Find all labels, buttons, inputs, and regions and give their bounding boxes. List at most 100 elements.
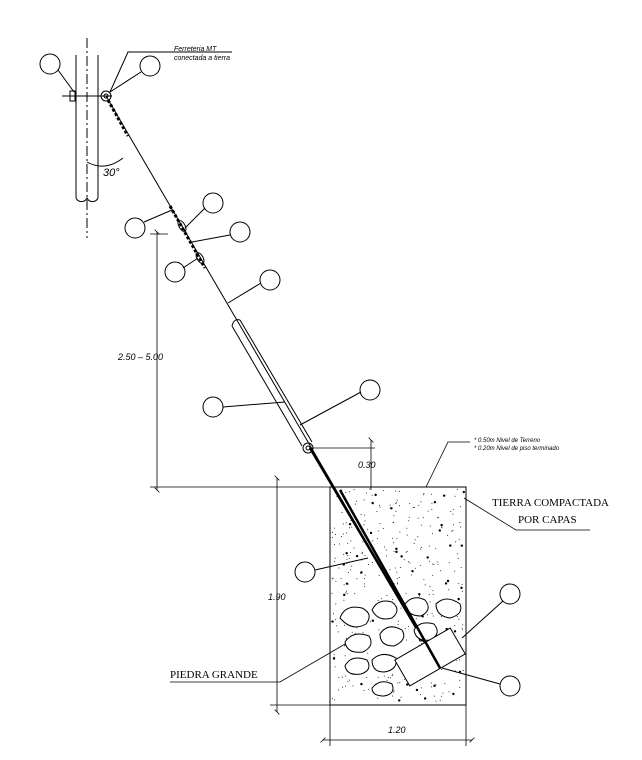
soil-dot [409, 562, 411, 564]
soil-dot [454, 670, 456, 672]
soil-dot [438, 529, 441, 532]
soil-dot [369, 621, 371, 623]
soil-dot [347, 680, 349, 682]
soil-dot [345, 592, 347, 594]
soil-dot [444, 582, 448, 585]
soil-dot [384, 546, 386, 548]
soil-dot [413, 506, 415, 508]
soil-dot [424, 584, 426, 586]
soil-dot [396, 582, 398, 584]
soil-dot [385, 555, 387, 557]
soil-dot [368, 688, 370, 690]
soil-dot [348, 558, 350, 560]
soil-dot [455, 541, 457, 543]
soil-dot [395, 502, 397, 504]
soil-dot [363, 514, 365, 516]
soil-dot [395, 510, 397, 512]
soil-dot [430, 682, 432, 684]
soil-dot [367, 563, 369, 565]
soil-dot [350, 569, 352, 571]
soil-dot [360, 682, 363, 686]
soil-dot [377, 676, 379, 678]
soil-dot [397, 623, 399, 625]
backfill-label-2: POR CAPAS [518, 514, 577, 526]
soil-dot [354, 593, 356, 595]
soil-dot [398, 577, 400, 579]
guy-height-label: 2.50 – 5.00 [117, 352, 163, 362]
soil-dot [367, 652, 369, 654]
soil-dot [457, 558, 459, 560]
soil-dot [355, 554, 359, 558]
soil-dot [379, 506, 381, 508]
soil-dot [345, 685, 347, 687]
soil-dot [403, 678, 405, 680]
dimensions [150, 229, 590, 746]
soil-dot [411, 570, 414, 573]
soil-dot [457, 597, 460, 601]
soil-dot [380, 597, 382, 599]
soil-dot [379, 522, 381, 524]
soil-dot [342, 523, 344, 525]
soil-dot [406, 550, 408, 552]
soil-dot [393, 515, 395, 517]
soil-dot [361, 553, 363, 555]
soil-dot [405, 592, 407, 594]
soil-dot [344, 624, 346, 626]
soil-dot [333, 658, 335, 660]
soil-dot [460, 544, 464, 547]
soil-dot [461, 627, 463, 629]
soil-dot [423, 494, 425, 496]
soil-dot [433, 500, 437, 504]
soil-dot [432, 563, 434, 565]
soil-dot [432, 615, 434, 617]
soil-dot [372, 562, 374, 564]
callout-balloon [202, 396, 224, 418]
soil-dot [435, 548, 437, 550]
soil-dot [382, 527, 384, 529]
soil-dot [363, 583, 365, 585]
soil-dot [454, 570, 456, 572]
soil-dot [343, 584, 345, 586]
soil-dot [382, 490, 384, 492]
soil-dot [459, 521, 461, 523]
soil-dot [426, 556, 429, 559]
callout-balloon [259, 269, 281, 291]
soil-dot [364, 539, 366, 541]
soil-dot [429, 601, 431, 603]
soil-dot [346, 558, 348, 560]
soil-dot [460, 586, 463, 590]
soil-dot [409, 503, 411, 505]
soil-dot [367, 543, 369, 545]
soil-dot [408, 561, 410, 563]
soil-dot [433, 563, 435, 565]
soil-dot [393, 691, 395, 693]
soil-dot [397, 578, 399, 580]
soil-dot [428, 545, 430, 547]
soil-dot [344, 645, 346, 647]
hardware-note-1: Ferreteria MT [174, 46, 217, 53]
soil-dot [446, 534, 448, 536]
soil-dot [349, 679, 351, 681]
soil-dot [377, 600, 379, 602]
soil-dot [354, 632, 356, 634]
soil-dot [456, 553, 458, 555]
level-note-1: * 0.50m Nivel de Terreno [474, 438, 541, 444]
guy-wire [105, 95, 442, 669]
stone-label: PIEDRA GRANDE [170, 669, 258, 681]
soil-dot [462, 629, 464, 631]
soil-dot [389, 569, 391, 571]
soil-dot [390, 507, 393, 510]
soil-dot [360, 513, 362, 515]
angle-label: 30° [103, 167, 120, 179]
soil-dot [334, 699, 336, 701]
soil-dot [343, 593, 346, 597]
soil-dot [335, 603, 337, 605]
soil-dot [389, 507, 391, 509]
soil-dot [332, 565, 334, 567]
soil-dot [429, 560, 431, 562]
soil-dot [454, 624, 456, 626]
soil-dot [452, 509, 454, 511]
callout-balloon [294, 561, 316, 583]
soil-dot [406, 683, 409, 686]
